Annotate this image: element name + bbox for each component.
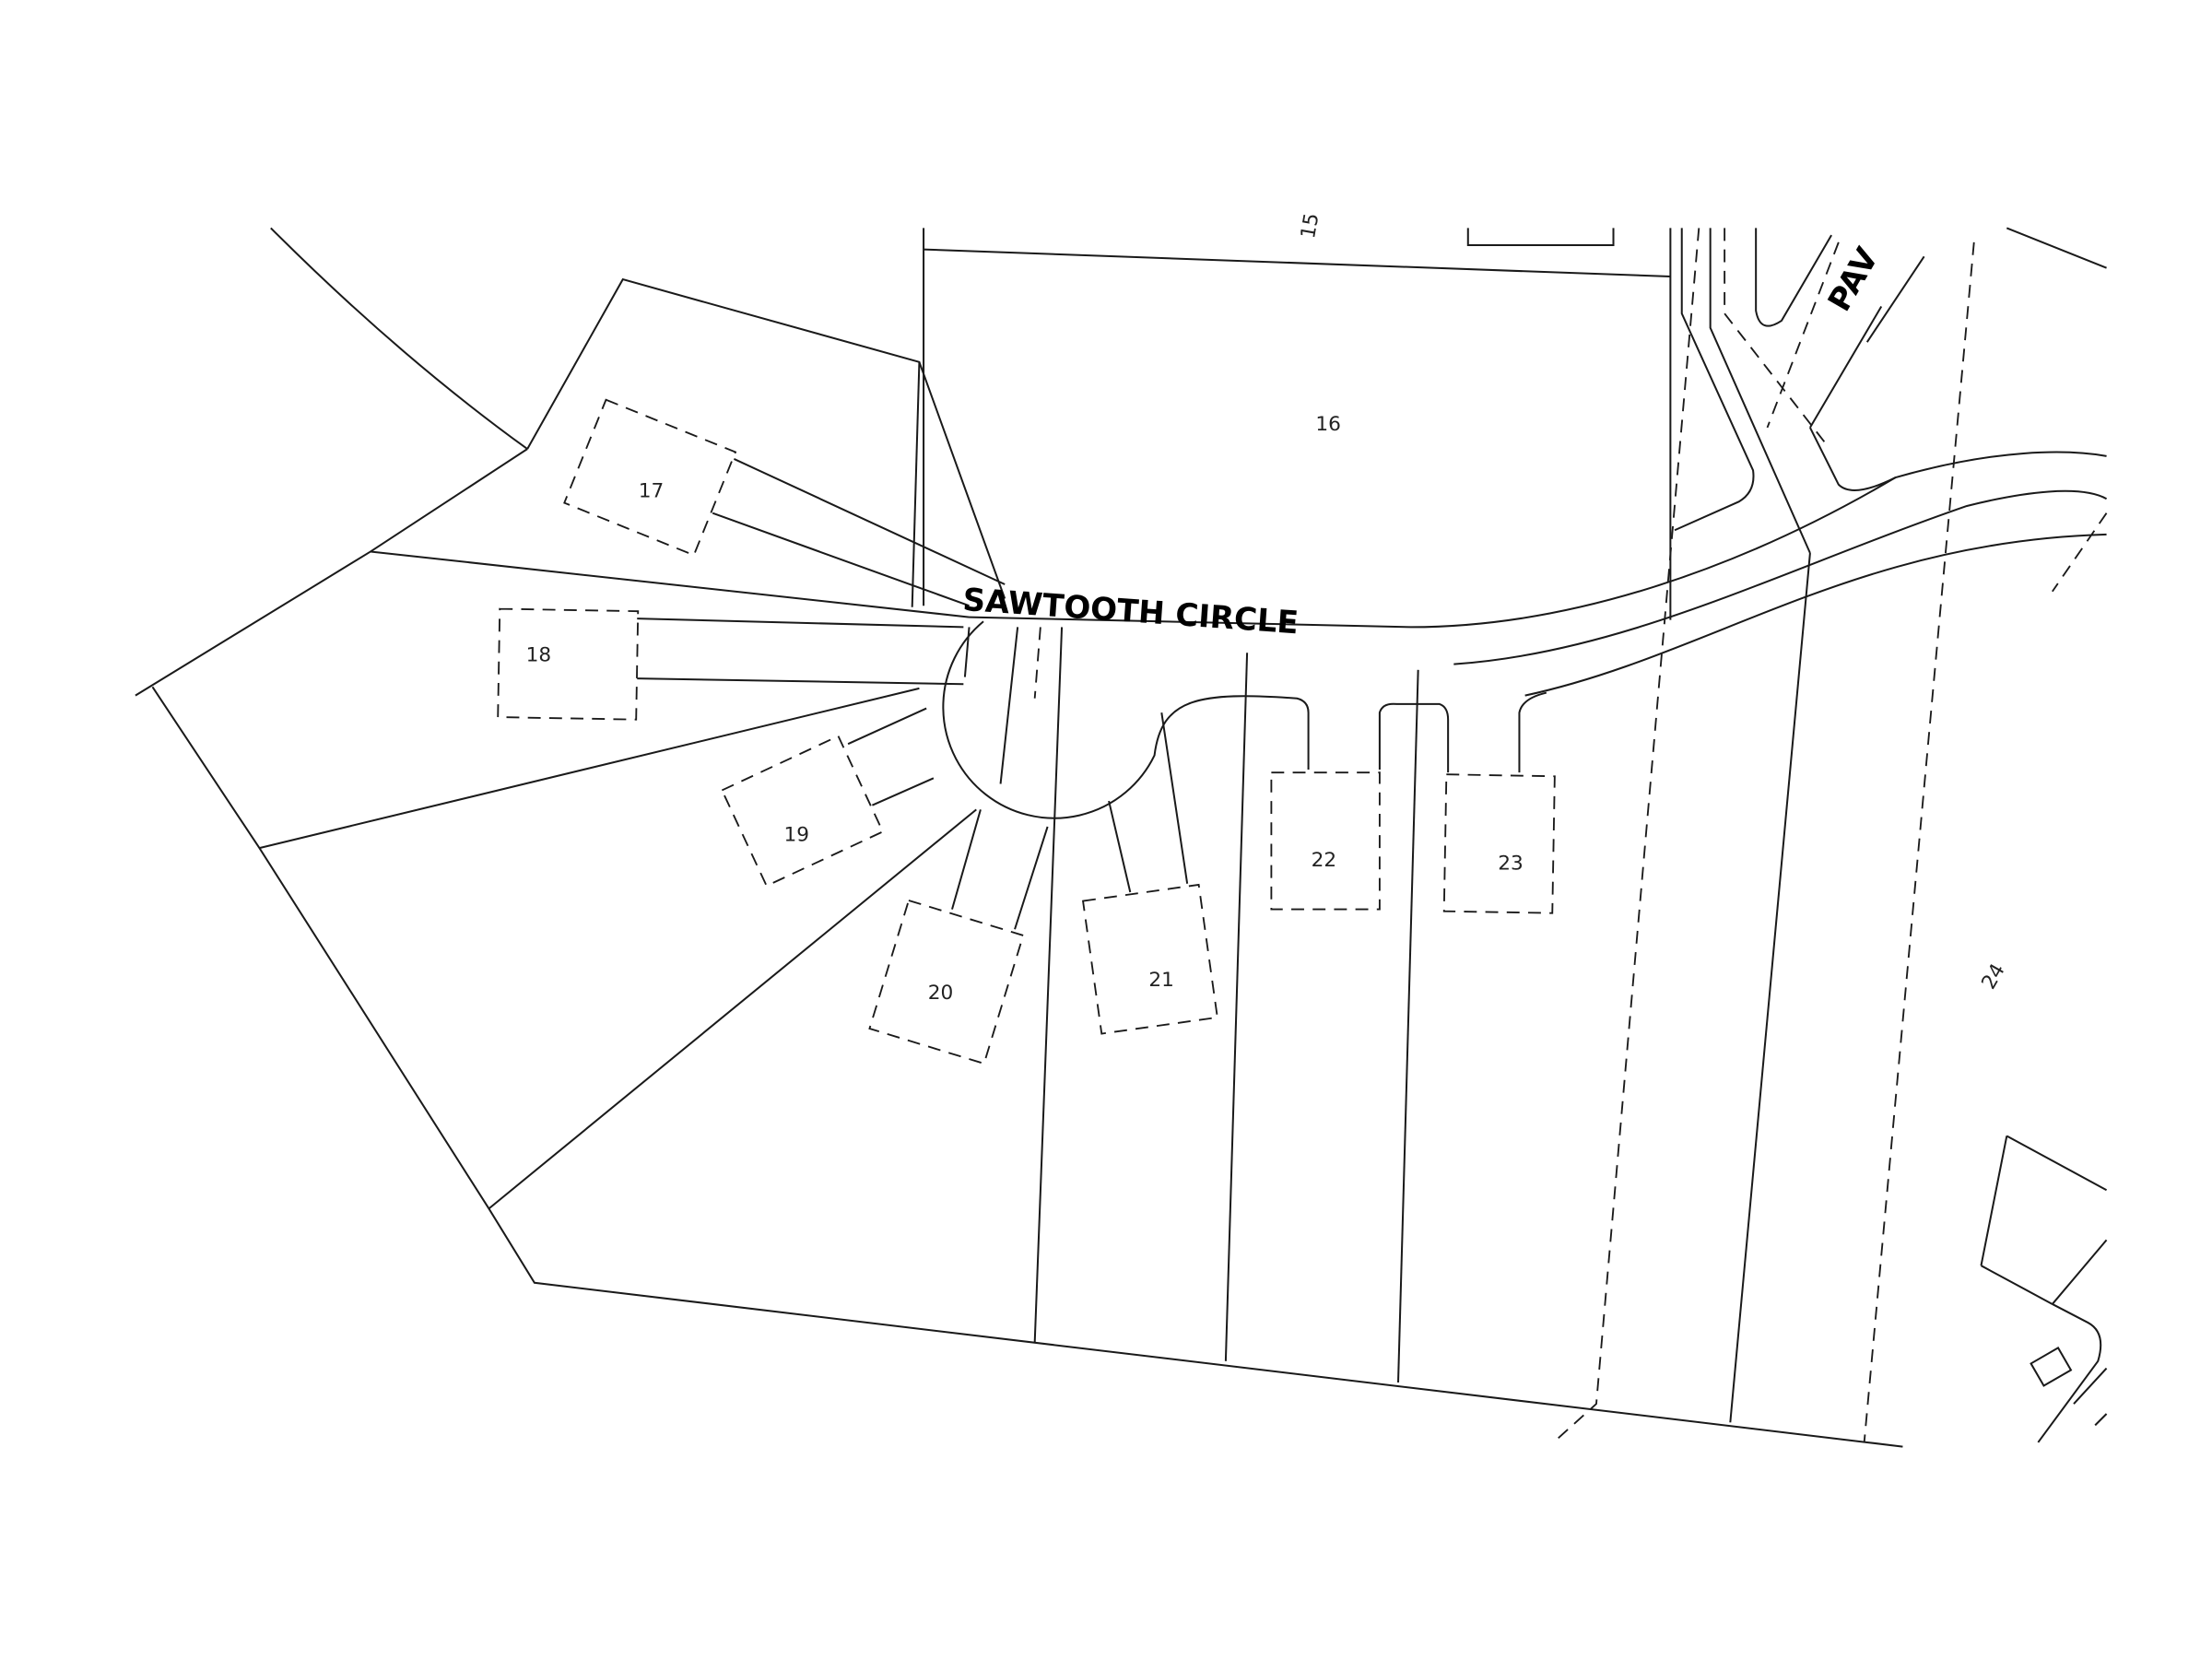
lot-19-label: 19: [784, 823, 810, 846]
lot-18-footprint: [497, 607, 640, 721]
lot-19-footprint: [721, 735, 885, 888]
lot-18-label: 18: [526, 644, 552, 667]
lot-16-label: 16: [1315, 413, 1341, 436]
lot-23-footprint: [1442, 773, 1556, 914]
street-label: SAWTOOTH CIRCLE: [961, 582, 1300, 641]
easement-lines: [1033, 228, 2108, 1443]
lot-17-footprint: [563, 398, 737, 557]
lot-20-footprint: [868, 899, 1025, 1065]
building-footprints: [497, 398, 1556, 1065]
lot-boundaries: [135, 227, 1903, 1448]
partial-street-label: PAV: [1821, 241, 1887, 318]
lot-24-label: 24: [1977, 959, 2009, 993]
labels: SAWTOOTH CIRCLE PAV 15 16 17 18 19 20 21…: [526, 211, 2010, 1005]
lot-21-footprint: [1081, 883, 1218, 1035]
lot-20-label: 20: [928, 982, 954, 1005]
road-edges: [942, 227, 2108, 1443]
lot-17-label: 17: [639, 480, 665, 503]
lot-23-label: 23: [1498, 852, 1524, 875]
partial-top-label: 15: [1297, 211, 1324, 240]
lot-21-label: 21: [1148, 969, 1174, 992]
lot-22-label: 22: [1312, 849, 1337, 872]
lot-22-footprint: [1270, 771, 1381, 911]
